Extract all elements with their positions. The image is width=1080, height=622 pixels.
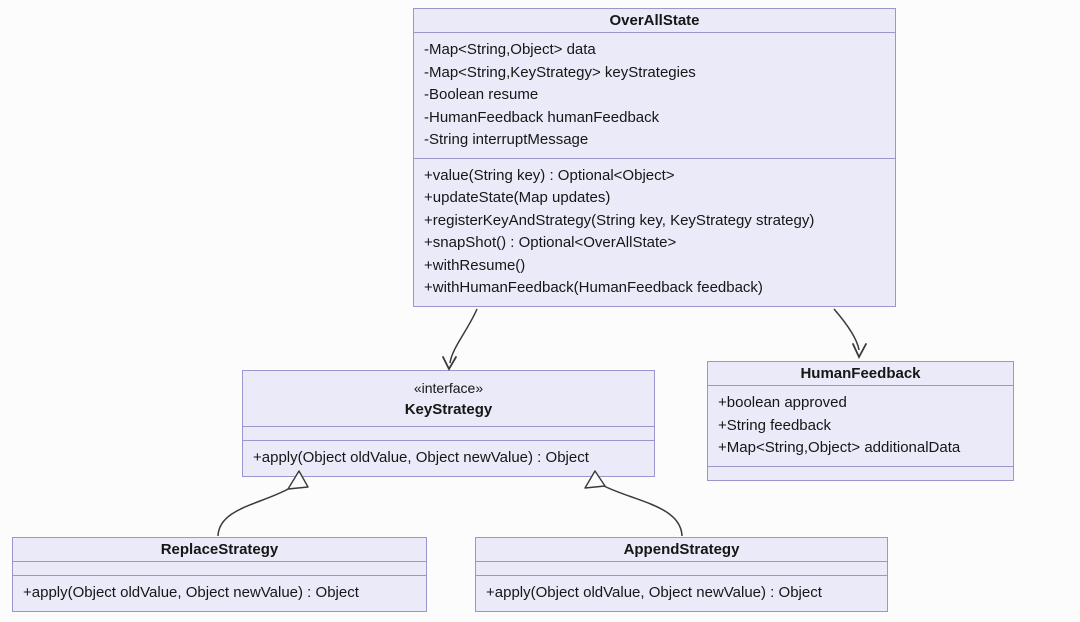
class-name: OverAllState <box>609 12 700 29</box>
member-row: -Boolean resume <box>424 86 539 103</box>
class-name: ReplaceStrategy <box>160 541 279 558</box>
attributes-section-appendstrategy <box>476 561 887 575</box>
attributes-section-keystrategy <box>243 426 654 440</box>
methods-section-overallstate: +value(String key) : Optional<Object> +up… <box>414 157 895 306</box>
class-box-replacestrategy: ReplaceStrategy +apply(Object oldValue, … <box>12 537 427 612</box>
class-title-overallstate: OverAllState <box>414 9 895 32</box>
class-title-humanfeedback: HumanFeedback <box>708 362 1013 385</box>
class-name: KeyStrategy <box>404 401 493 418</box>
arrowhead-icon <box>442 356 457 371</box>
class-box-overallstate: OverAllState -Map<String,Object> data-Ma… <box>413 8 896 307</box>
member-row: +boolean approved <box>718 394 847 411</box>
class-box-keystrategy: «interface» KeyStrategy +apply(Object ol… <box>242 370 655 477</box>
member-row: -Map<String,KeyStrategy> keyStrategies <box>424 63 696 81</box>
member-row: +updateState(Map updates) <box>424 189 611 206</box>
member-row: +apply(Object oldValue, Object newValue)… <box>23 584 359 601</box>
methods-section-keystrategy: +apply(Object oldValue, Object newValue)… <box>243 440 654 476</box>
member-row: +withHumanFeedback(HumanFeedback feedbac… <box>424 279 763 296</box>
class-title-keystrategy: «interface» KeyStrategy <box>243 371 654 426</box>
class-name: HumanFeedback <box>800 365 921 382</box>
arrowhead-icon <box>852 343 867 360</box>
class-box-appendstrategy: AppendStrategy +apply(Object oldValue, O… <box>475 537 888 612</box>
member-row: -String interruptMessage <box>424 131 589 148</box>
member-row: +apply(Object oldValue, Object newValue)… <box>253 449 589 466</box>
attributes-section-overallstate: -Map<String,Object> data -Map<String,KeyS… <box>414 32 895 158</box>
member-row: +Map<String,Object> additionalData <box>718 439 961 456</box>
member-row: +snapShot() : Optional<OverAllState> <box>424 234 677 251</box>
member-row: -Map<String,Object> data <box>424 41 596 58</box>
member-row: +String feedback <box>718 416 831 434</box>
methods-section-appendstrategy: +apply(Object oldValue, Object newValue)… <box>476 575 887 611</box>
edge-overallstate-to-keystrategy <box>449 308 478 364</box>
stereotype-label: «interface» <box>413 380 484 396</box>
methods-section-replacestrategy: +apply(Object oldValue, Object newValue)… <box>13 575 426 611</box>
class-title-appendstrategy: AppendStrategy <box>476 538 887 561</box>
member-row: +registerKeyAndStrategy(String key, KeyS… <box>424 211 815 229</box>
edge-appendstrategy-to-keystrategy <box>603 485 683 537</box>
class-name: AppendStrategy <box>623 541 740 558</box>
member-row: +apply(Object oldValue, Object newValue)… <box>486 584 822 601</box>
class-title-replacestrategy: ReplaceStrategy <box>13 538 426 561</box>
member-row: -HumanFeedback humanFeedback <box>424 108 660 126</box>
methods-section-humanfeedback <box>708 465 1013 480</box>
member-row: +value(String key) : Optional<Object> <box>424 166 675 184</box>
member-row: +withResume() <box>424 256 526 274</box>
attributes-section-replacestrategy <box>13 561 426 575</box>
edge-replacestrategy-to-keystrategy <box>217 487 291 537</box>
attributes-section-humanfeedback: +boolean approved +String feedback +Map<St… <box>708 385 1013 466</box>
edge-overallstate-to-humanfeedback <box>833 308 860 351</box>
class-box-humanfeedback: HumanFeedback +boolean approved +String f… <box>707 361 1014 481</box>
